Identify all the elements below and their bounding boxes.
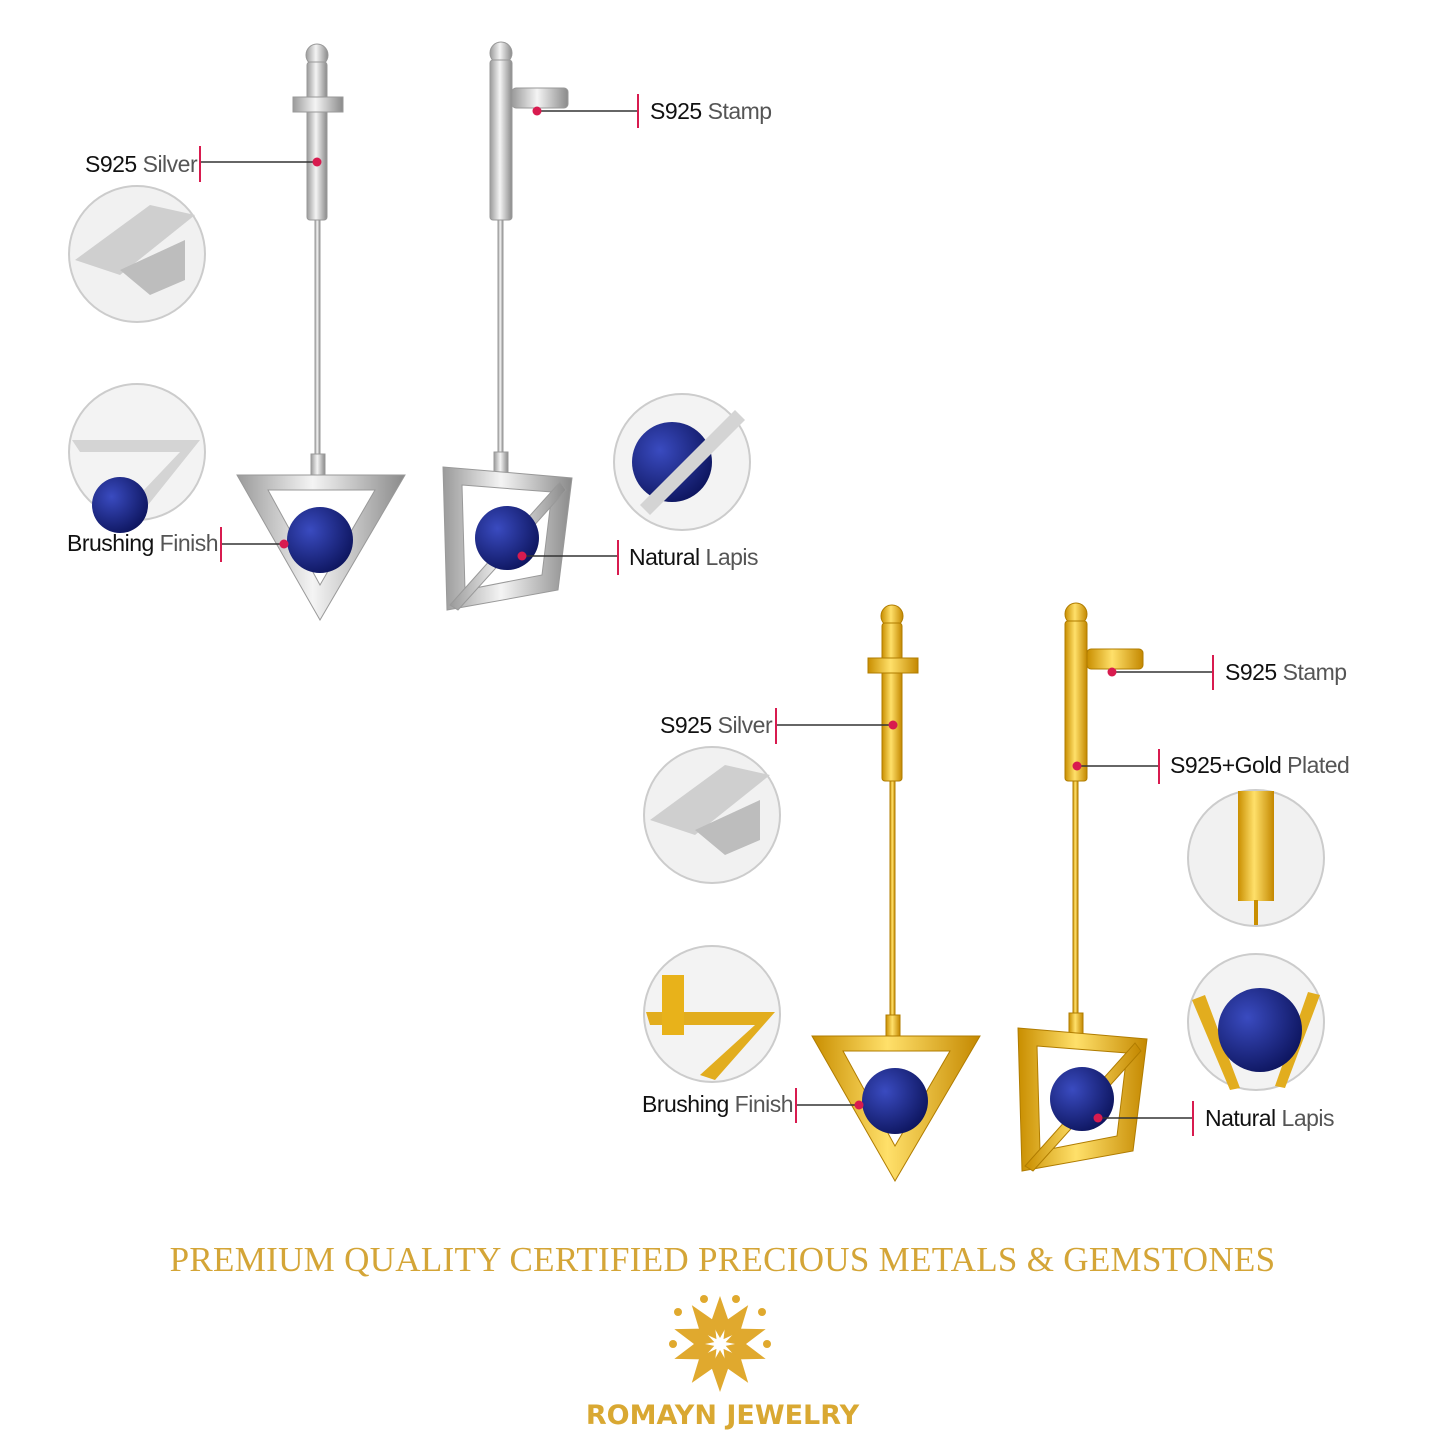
lapis-bead [475, 506, 539, 570]
detail-circle-brushing [68, 383, 206, 533]
label-gold-plated: S925+Gold Plated [1170, 752, 1350, 778]
label-s925-stamp: S925 Stamp [650, 98, 772, 124]
label-s925-silver: S925 Silver [85, 151, 198, 177]
label-brushing-finish: Brushing Finish [642, 1091, 794, 1117]
lapis-bead [1050, 1067, 1114, 1131]
detail-circle-silver-bar [68, 185, 206, 323]
detail-circle-brushing-gold [643, 945, 781, 1083]
lapis-bead [862, 1068, 928, 1134]
detail-circle-gold-tube [1187, 789, 1325, 927]
callout-bars [199, 94, 1214, 1136]
detail-circle-silver-bar [643, 746, 781, 884]
label-natural-lapis: Natural Lapis [1205, 1105, 1335, 1131]
callout-lines [200, 110, 1213, 1119]
brand-name: ROMAYN JEWELRY [585, 1400, 860, 1431]
label-s925-silver: S925 Silver [660, 712, 773, 738]
detail-circle-lapis [613, 393, 751, 531]
detail-circle-lapis-gold [1187, 953, 1325, 1091]
label-natural-lapis: Natural Lapis [629, 544, 759, 570]
romayn-logo-icon [669, 1295, 771, 1392]
headline: PREMIUM QUALITY CERTIFIED PRECIOUS METAL… [169, 1240, 1276, 1279]
label-s925-stamp: S925 Stamp [1225, 659, 1347, 685]
callout-dots [279, 106, 1117, 1123]
label-brushing-finish: Brushing Finish [67, 530, 219, 556]
lapis-bead [287, 507, 353, 573]
